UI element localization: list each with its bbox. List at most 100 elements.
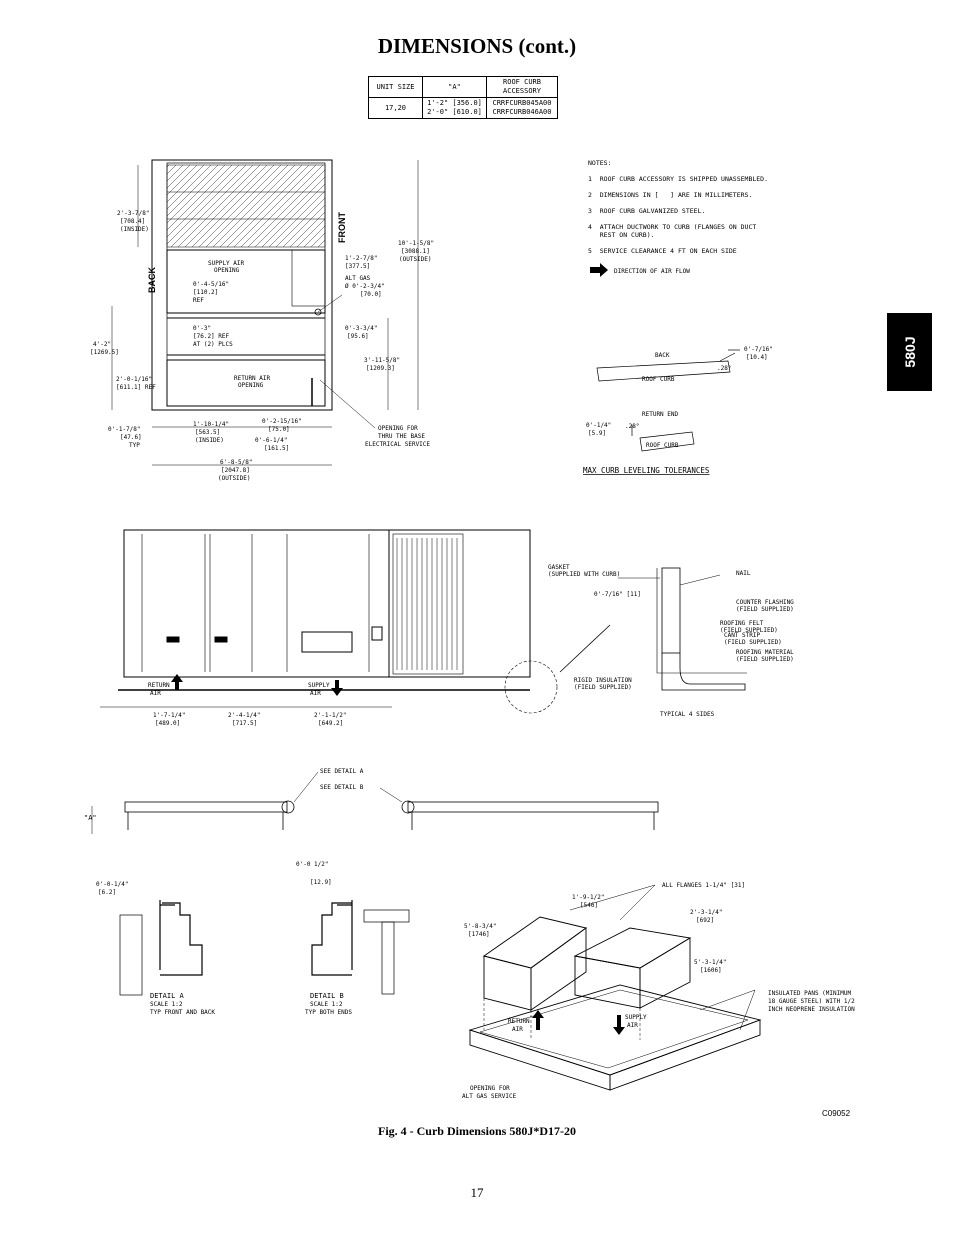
iso-d3: 5'-8-3/4" bbox=[464, 923, 497, 930]
air-flow-label: DIRECTION OF AIR FLOW bbox=[614, 268, 690, 275]
supply-air-arrow-icon bbox=[331, 680, 343, 696]
tol-roof-curb-1: ROOF CURB bbox=[642, 376, 675, 383]
iso-d1-mm: [546] bbox=[580, 902, 598, 909]
elev-dim-2-mm: [717.5] bbox=[232, 720, 257, 727]
flash-typical: TYPICAL 4 SIDES bbox=[660, 711, 715, 718]
tol-return-dim: 0'-1/4" bbox=[586, 422, 611, 429]
detail-b-title: DETAIL B bbox=[310, 992, 344, 1000]
alt-gas-dim: Ø 0'-2-3/4" bbox=[345, 283, 385, 290]
flash-insul-1: RIGID INSULATION bbox=[574, 677, 632, 684]
front-label: FRONT bbox=[337, 212, 347, 243]
dim-6-8-note: (OUTSIDE) bbox=[218, 475, 251, 482]
elev-supply-2: AIR bbox=[310, 690, 321, 697]
iso-pans-3: INCH NEOPRENE INSULATION bbox=[768, 1006, 855, 1013]
iso-opening-2: ALT GAS SERVICE bbox=[462, 1093, 517, 1100]
page-number: 17 bbox=[470, 1185, 484, 1200]
elev-dim-3-mm: [649.2] bbox=[318, 720, 343, 727]
dim-0-3-3: 0'-3-3/4" bbox=[345, 325, 378, 332]
flash-counter-1: COUNTER FLASHING bbox=[736, 599, 794, 606]
return-air-arrow-icon bbox=[171, 674, 183, 690]
tolerance-drawings bbox=[596, 349, 740, 452]
note-3: 3 ROOF CURB GALVANIZED STEEL. bbox=[588, 207, 706, 215]
note-5: 5 SERVICE CLEARANCE 4 FT ON EACH SIDE bbox=[588, 247, 737, 255]
iso-d4-mm: [1606] bbox=[700, 967, 722, 974]
flash-felt-1: ROOFING FELT bbox=[720, 620, 764, 627]
iso-supply-1: SUPPLY bbox=[625, 1014, 647, 1021]
dim-1-2: 1'-2-7/8" bbox=[345, 255, 378, 262]
figure-code: C09052 bbox=[822, 1109, 851, 1118]
flash-nail: NAIL bbox=[736, 570, 751, 577]
flashing-detail bbox=[559, 567, 747, 691]
flash-felt-2: (FIELD SUPPLIED) bbox=[720, 627, 778, 634]
detail-drawings bbox=[119, 900, 410, 996]
alt-gas-mm: [70.0] bbox=[360, 291, 382, 298]
dim-3-11: 3'-11-5/8" bbox=[364, 357, 400, 364]
dim-0-6-mm: [161.5] bbox=[264, 445, 289, 452]
alt-gas: ALT GAS bbox=[345, 275, 371, 282]
tol-angle-1: .28° bbox=[717, 365, 731, 372]
detail-a-scale: SCALE 1:2 bbox=[150, 1001, 183, 1008]
note-2: 2 DIMENSIONS IN [ ] ARE IN MILLIMETERS. bbox=[588, 191, 753, 199]
dim-0-3-3-mm: [95.6] bbox=[347, 333, 369, 340]
page-title: DIMENSIONS (cont.) bbox=[377, 34, 577, 58]
tol-back-dim: 0'-7/16" bbox=[744, 346, 773, 353]
iso-d1: 1'-9-1/2" bbox=[572, 894, 605, 901]
detail-a-note: TYP FRONT AND BACK bbox=[150, 1009, 215, 1016]
detail-b-scale: SCALE 1:2 bbox=[310, 1001, 343, 1008]
dim-0-3-mm: [76.2] REF bbox=[193, 333, 230, 340]
iso-d2-mm: [692] bbox=[696, 917, 714, 924]
elev-dim-1-mm: [489.0] bbox=[155, 720, 180, 727]
elev-supply-1: SUPPLY bbox=[308, 682, 330, 689]
iso-d3-mm: [1746] bbox=[468, 931, 490, 938]
see-detail-a: SEE DETAIL A bbox=[320, 768, 364, 775]
unit-elevation bbox=[100, 529, 558, 714]
opening-elec-1: OPENING FOR bbox=[378, 425, 418, 432]
unit-size-table: UNIT SIZE "A" ROOF CURB ACCESSORY 17,20 … bbox=[368, 76, 558, 119]
dim-10-1-note: (OUTSIDE) bbox=[399, 256, 432, 263]
cell-a: 1'-2" [356.0]2'-0" [610.0] bbox=[422, 97, 487, 119]
iso-return-2: AIR bbox=[512, 1026, 523, 1033]
dim-2-0-mm: [611.1] REF bbox=[116, 384, 156, 391]
flash-material-1: ROOFING MATERIAL bbox=[736, 649, 794, 656]
flash-material-2: (FIELD SUPPLIED) bbox=[736, 656, 794, 663]
dim-2-0: 2'-0-1/16" bbox=[116, 376, 152, 383]
flash-cant-1: CANT STRIP bbox=[724, 632, 761, 639]
figure-caption: Fig. 4 - Curb Dimensions 580J*D17-20 bbox=[377, 1124, 576, 1138]
elev-return-1: RETURN bbox=[148, 682, 170, 689]
flash-insul-2: (FIELD SUPPLIED) bbox=[574, 684, 632, 691]
iso-pans-1: INSULATED PANS (MINIMUM bbox=[768, 990, 851, 997]
dim-1-10-note: (INSIDE) bbox=[195, 437, 224, 444]
dim-4-2: 4'-2" bbox=[93, 341, 111, 348]
air-flow-arrow-icon bbox=[590, 263, 608, 277]
dim-0-2-15-mm: [75.0] bbox=[268, 426, 290, 433]
iso-return-arrow-icon bbox=[532, 1010, 544, 1030]
flash-counter-2: (FIELD SUPPLIED) bbox=[736, 606, 794, 613]
dim-6-8-mm: [2047.8] bbox=[221, 467, 250, 474]
dim-1-2-mm: [377.5] bbox=[345, 263, 370, 270]
detail-a-title: DETAIL A bbox=[150, 992, 185, 1000]
curb-a-label: "A" bbox=[84, 814, 97, 822]
elev-return-2: AIR bbox=[150, 690, 161, 697]
elev-dim-2: 2'-4-1/4" bbox=[228, 712, 261, 719]
dim-inside-top-note: (INSIDE) bbox=[120, 226, 149, 233]
dim-1-10: 1'-10-1/4" bbox=[193, 421, 229, 428]
side-tab: 580J bbox=[887, 313, 932, 391]
tol-angle-2: .28° bbox=[625, 423, 639, 430]
header-accessory: ROOF CURB ACCESSORY bbox=[486, 76, 558, 98]
curb-section bbox=[91, 771, 659, 834]
dim-typ-note: TYP bbox=[129, 442, 140, 449]
dim-3-11-mm: [1209.3] bbox=[366, 365, 395, 372]
note-1: 1 ROOF CURB ACCESSORY IS SHIPPED UNASSEM… bbox=[588, 175, 769, 183]
iso-pans-2: 18 GAUGE STEEL) WITH 1/2 bbox=[768, 998, 855, 1005]
see-detail-b: SEE DETAIL B bbox=[320, 784, 364, 791]
iso-supply-arrow-icon bbox=[613, 1015, 625, 1035]
dim-inside-top-mm: [708.4] bbox=[120, 218, 145, 225]
iso-d2: 2'-3-1/4" bbox=[690, 909, 723, 916]
detail-b-dim: 0'-0 1/2" bbox=[296, 861, 329, 868]
tol-back: BACK bbox=[655, 352, 670, 359]
elev-dim-1: 1'-7-1/4" bbox=[153, 712, 186, 719]
supply-opening-2: OPENING bbox=[214, 267, 240, 274]
dim-0-6: 0'-6-1/4" bbox=[255, 437, 288, 444]
tol-title: MAX CURB LEVELING TOLERANCES bbox=[583, 466, 710, 475]
iso-return-1: RETURN bbox=[508, 1018, 530, 1025]
